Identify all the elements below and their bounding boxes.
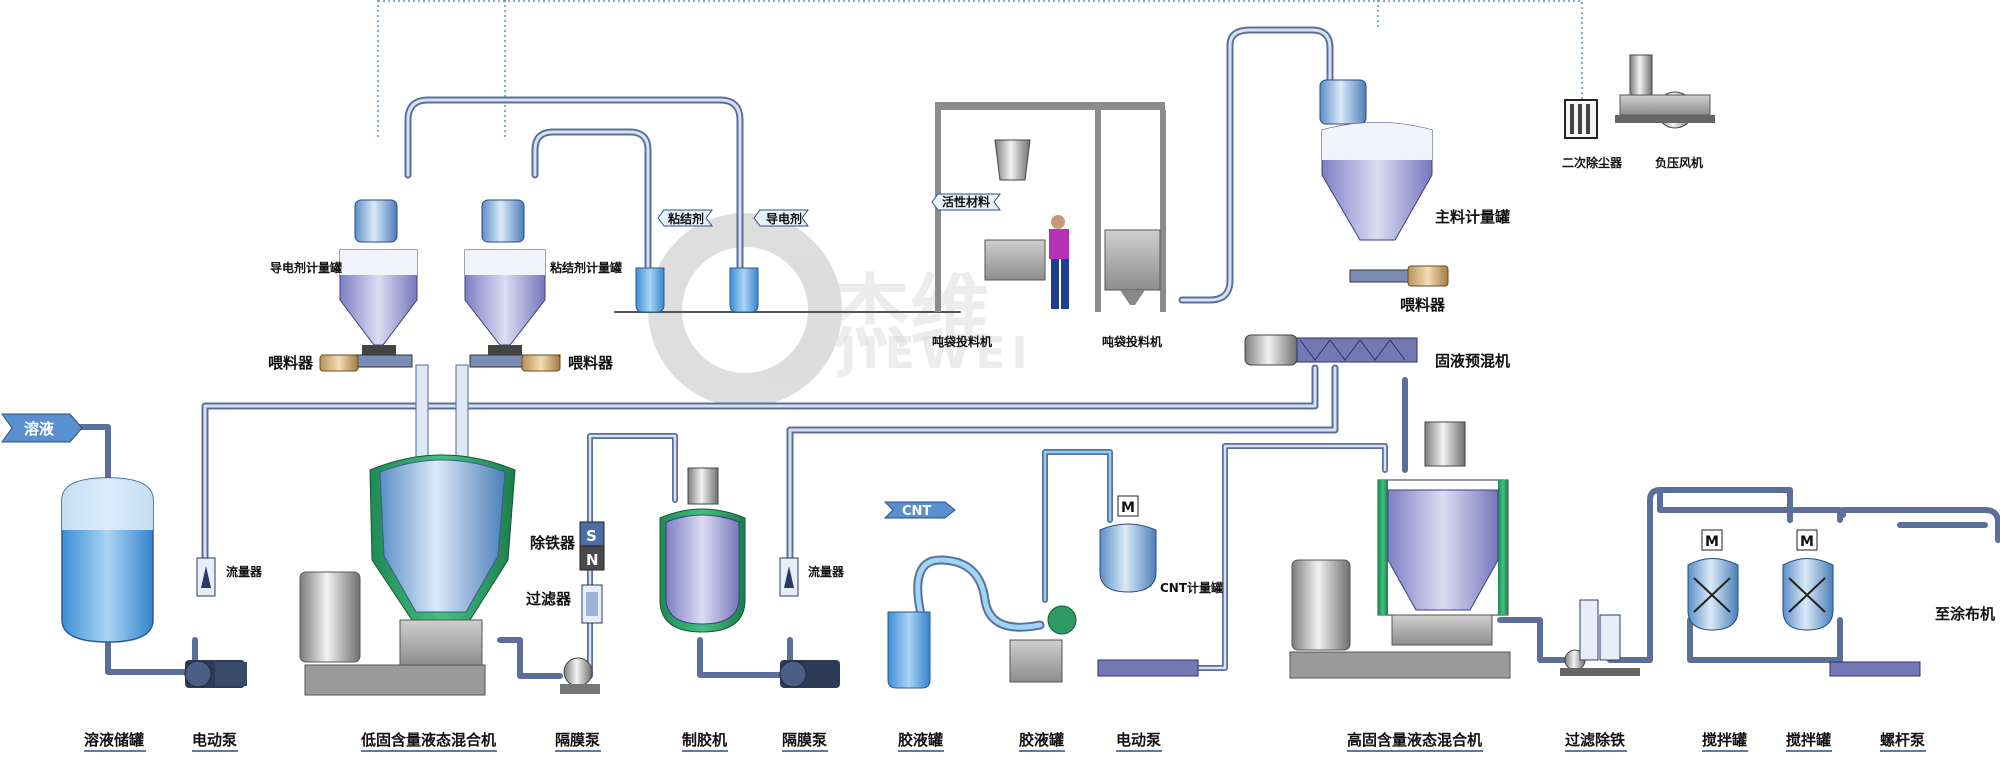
high-solid-mixer xyxy=(1289,421,1511,679)
premixer-label: 固液预混机 xyxy=(1435,352,1510,370)
bottom-label-3: 隔膜泵 xyxy=(555,731,600,749)
bottom-label-6: 胶液罐 xyxy=(898,731,943,749)
binder-meter-tank-label: 粘结剂计量罐 xyxy=(550,260,622,275)
active-material-tag-text: 活性材料 xyxy=(942,194,990,209)
magnet-n-text: N xyxy=(586,551,599,569)
feeder-mid xyxy=(469,354,561,372)
conductive-meter-tank xyxy=(339,199,418,355)
motor-m3-text: M xyxy=(1800,534,1814,550)
binder-container xyxy=(635,267,665,313)
solution-storage-tank xyxy=(61,477,154,643)
main-meter-tank xyxy=(1319,79,1433,241)
screw-pump xyxy=(1829,661,1921,677)
pipes xyxy=(77,26,2000,679)
conductive-tag-text: 导电剂 xyxy=(766,211,802,226)
bottom-label-4: 制胶机 xyxy=(682,731,727,749)
bottom-label-13: 螺杆泵 xyxy=(1880,731,1925,749)
bottom-label-9: 高固含量液态混合机 xyxy=(1347,731,1482,749)
bottom-labels: 溶液储罐 电动泵 低固含量液态混合机 隔膜泵 制胶机 隔膜泵 胶液罐 胶液罐 电… xyxy=(84,731,1925,749)
binder-tag: 粘结剂 xyxy=(657,209,713,227)
feeder-left-label: 喂料器 xyxy=(268,354,314,372)
motor-m2-text: M xyxy=(1705,534,1719,550)
electric-pump-2 xyxy=(1097,659,1199,677)
conductive-tag: 导电剂 xyxy=(753,209,809,227)
diaphragm-pump-2 xyxy=(779,660,840,688)
feeder-mid-label: 喂料器 xyxy=(568,354,614,372)
negative-fan-label: 负压风机 xyxy=(1655,155,1703,170)
bottom-label-5: 隔膜泵 xyxy=(782,731,827,749)
watermark-brand-en: JIEWEI xyxy=(837,328,1034,379)
cnt-tag-text: CNT xyxy=(902,504,931,519)
conductive-container xyxy=(729,267,759,313)
low-solid-mixer xyxy=(299,364,516,696)
solid-liquid-premixer xyxy=(1244,334,1418,366)
cnt-tag: CNT xyxy=(883,501,956,519)
bottom-label-1: 电动泵 xyxy=(192,731,237,749)
flowmeter-2-label: 流量器 xyxy=(808,564,845,579)
bottom-label-2: 低固含量液态混合机 xyxy=(360,731,496,749)
solution-tag-text: 溶液 xyxy=(24,420,55,438)
to-coater-label: 至涂布机 xyxy=(1935,605,1995,623)
main-meter-tank-label: 主料计量罐 xyxy=(1435,208,1510,226)
feeder-left xyxy=(319,354,413,372)
feeder-right xyxy=(1349,265,1449,287)
ton-bag-2-label: 吨袋投料机 xyxy=(1102,334,1162,349)
feeder-right-label: 喂料器 xyxy=(1400,296,1446,314)
cnt-meter-tank: M xyxy=(1099,495,1157,593)
control-lines xyxy=(377,0,1583,140)
secondary-dust-label: 二次除尘器 xyxy=(1562,155,1623,170)
filter xyxy=(581,584,603,624)
negative-pressure-fan xyxy=(1615,54,1715,129)
conductive-meter-tank-label: 导电剂计量罐 xyxy=(270,260,342,275)
bottom-label-8: 电动泵 xyxy=(1116,731,1161,749)
magnet-s-text: S xyxy=(586,527,597,545)
bottom-label-12: 搅拌罐 xyxy=(1786,731,1831,749)
binder-meter-tank xyxy=(464,199,546,355)
flowmeter-2 xyxy=(779,557,799,597)
motor-m1-text: M xyxy=(1121,500,1135,516)
diaphragm-pump-1 xyxy=(560,657,600,694)
secondary-dust-collector xyxy=(1564,99,1598,139)
electric-pump-1 xyxy=(184,660,247,688)
glue-tank-2 xyxy=(1009,605,1077,683)
binder-tag-text: 粘结剂 xyxy=(668,211,704,226)
active-material-tag: 活性材料 xyxy=(931,193,1001,211)
iron-remover: S N xyxy=(579,521,605,571)
mixing-tank-1: M xyxy=(1687,529,1739,631)
mixing-tank-2: M xyxy=(1782,529,1834,631)
bottom-label-0: 溶液储罐 xyxy=(84,731,144,749)
filter-label: 过滤器 xyxy=(526,590,572,608)
bottom-label-10: 过滤除铁 xyxy=(1565,731,1625,749)
ton-bag-frame xyxy=(935,102,1166,312)
watermark-logo-icon xyxy=(648,213,842,407)
bottom-label-7: 胶液罐 xyxy=(1019,731,1064,749)
filter-iron-remover xyxy=(1560,599,1640,676)
watermark: 杰维 JIEWEI xyxy=(648,213,1034,407)
glue-maker xyxy=(659,467,746,633)
flowmeter-1-label: 流量器 xyxy=(226,564,263,579)
flowmeter-1 xyxy=(196,557,216,597)
solution-tag: 溶液 xyxy=(1,413,83,443)
ton-bag-1-label: 吨袋投料机 xyxy=(932,334,992,349)
glue-tank-1 xyxy=(887,611,931,689)
bottom-label-11: 搅拌罐 xyxy=(1702,731,1747,749)
cnt-meter-tank-label: CNT计量罐 xyxy=(1160,580,1223,595)
iron-remover-label: 除铁器 xyxy=(530,534,576,552)
